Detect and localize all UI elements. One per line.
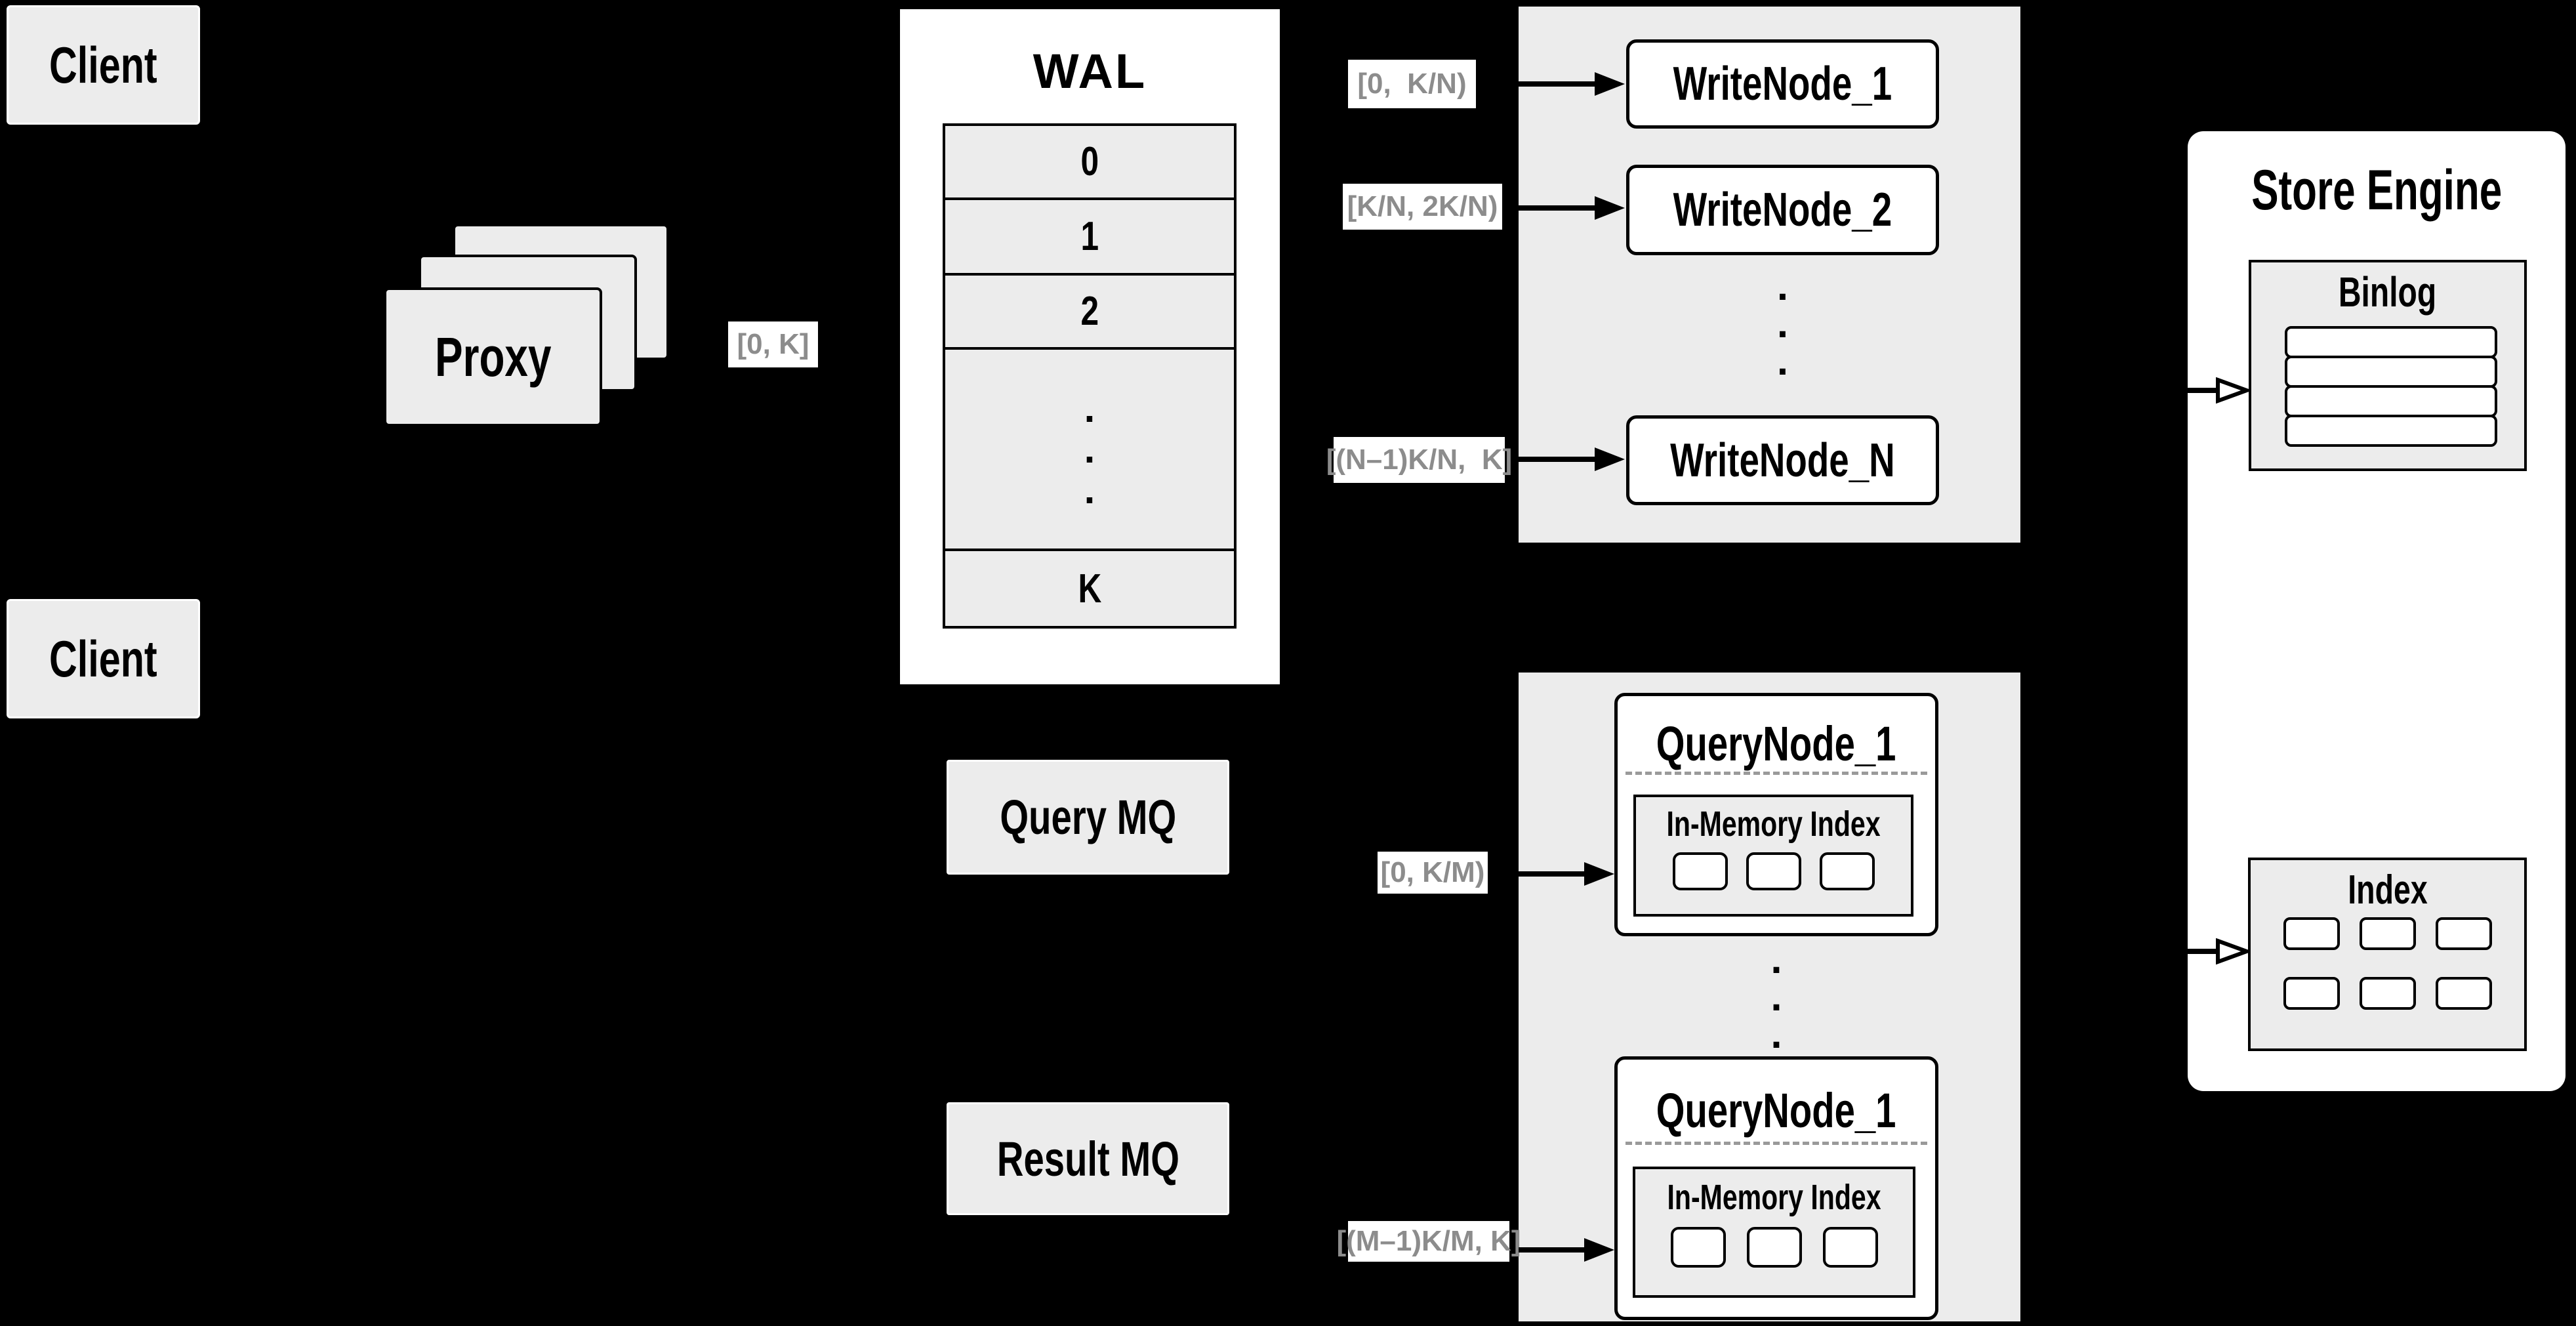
wal-row-2-label: 2	[1080, 289, 1099, 334]
index-cell	[2435, 917, 2492, 950]
wal-row-2: 2	[943, 273, 1237, 350]
index-cell	[2359, 977, 2416, 1010]
segment-rect	[1672, 852, 1728, 890]
write-node-n-label: WriteNode_N	[1670, 434, 1895, 487]
write-node-2-box: WriteNode_2	[1626, 165, 1939, 255]
wal-row-k: K	[943, 549, 1237, 629]
wal-row-ellipsis: . . .	[943, 347, 1237, 551]
index-cell	[2283, 977, 2340, 1010]
index-cell	[2283, 917, 2340, 950]
segment-rect	[1819, 852, 1875, 890]
index-grid-row-2	[2251, 977, 2524, 1010]
proxy-range-label: [0, K]	[728, 321, 818, 367]
arrow-binlog	[2188, 377, 2250, 404]
binlog-title-wrap: Binlog	[2251, 268, 2524, 316]
query-node-1-inmem-box: In-Memory Index	[1633, 795, 1913, 917]
query-node-ellipsis: . . .	[1770, 936, 1782, 1057]
store-engine-title-wrap: Store Engine	[2188, 157, 2566, 223]
arrow-write-node-n	[1519, 447, 1625, 471]
index-box: Index	[2248, 858, 2527, 1051]
store-engine-box: Store Engine Binlog Index	[2188, 131, 2566, 1091]
index-title-wrap: Index	[2251, 867, 2524, 913]
query-node-1-divider	[1625, 772, 1927, 775]
binlog-row	[2285, 385, 2497, 417]
wal-ellipsis: . . .	[1084, 386, 1095, 512]
write-range-label-n: [(N–1)K/N, K]	[1326, 437, 1512, 483]
write-node-1-label: WriteNode_1	[1673, 58, 1892, 110]
query-node-2-title-wrap: QueryNode_1	[1618, 1079, 1935, 1142]
write-range-label-1: [0, K/N)	[1348, 60, 1476, 108]
query-node-2-segments	[1635, 1227, 1913, 1268]
binlog-row	[2285, 415, 2497, 447]
query-node-1-box: QueryNode_1 In-Memory Index	[1614, 693, 1938, 936]
proxy-box: Proxy	[384, 287, 602, 426]
result-mq-label: Result MQ	[996, 1131, 1179, 1186]
wal-title-wrap: WAL	[900, 38, 1280, 104]
arrow-query-node-2	[1519, 1238, 1614, 1262]
wal-row-k-label: K	[1078, 566, 1101, 611]
binlog-row	[2285, 356, 2497, 388]
client-top-box: Client	[7, 5, 200, 125]
query-node-1-inmem-title-wrap: In-Memory Index	[1636, 804, 1911, 844]
client-top-label: Client	[49, 35, 157, 94]
wal-row-1: 1	[943, 197, 1237, 276]
client-bottom-label: Client	[49, 629, 157, 688]
arrow-index	[2188, 938, 2250, 964]
proxy-label: Proxy	[434, 325, 552, 388]
write-node-1-box: WriteNode_1	[1626, 39, 1939, 129]
query-node-1-segments	[1636, 852, 1911, 890]
arrow-write-node-2	[1519, 196, 1625, 220]
binlog-rows	[2285, 326, 2497, 447]
index-cell	[2359, 917, 2416, 950]
segment-rect	[1822, 1227, 1878, 1268]
arrow-write-node-1	[1519, 72, 1625, 96]
store-engine-title: Store Engine	[2251, 158, 2502, 222]
query-node-1-title: QueryNode_1	[1656, 716, 1896, 771]
wal-row-1-label: 1	[1080, 214, 1099, 259]
segment-rect	[1746, 1227, 1802, 1268]
query-node-2-title: QueryNode_1	[1656, 1083, 1896, 1138]
write-node-ellipsis: . . .	[1776, 263, 1789, 384]
index-cell	[2435, 977, 2492, 1010]
write-node-2-label: WriteNode_2	[1673, 184, 1892, 236]
index-grid-row-1	[2251, 917, 2524, 950]
query-node-2-divider	[1625, 1142, 1927, 1145]
query-node-ellipsis-wrap: . . .	[1614, 936, 1938, 1057]
query-node-1-inmem-title: In-Memory Index	[1666, 804, 1881, 844]
write-node-n-box: WriteNode_N	[1626, 415, 1939, 505]
arrow-query-node-1	[1519, 862, 1614, 886]
write-range-label-2: [K/N, 2K/N)	[1343, 184, 1502, 230]
query-node-2-inmem-box: In-Memory Index	[1633, 1167, 1915, 1298]
query-node-2-inmem-title: In-Memory Index	[1667, 1178, 1881, 1217]
query-mq-box: Query MQ	[947, 760, 1229, 875]
query-node-2-box: QueryNode_1 In-Memory Index	[1614, 1056, 1938, 1320]
result-mq-box: Result MQ	[947, 1102, 1229, 1215]
query-node-1-title-wrap: QueryNode_1	[1618, 713, 1935, 775]
wal-box: WAL 0 1 2 . . . K	[897, 7, 1282, 687]
binlog-box: Binlog	[2249, 260, 2527, 471]
query-mq-label: Query MQ	[1000, 790, 1176, 844]
wal-row-0: 0	[943, 123, 1237, 200]
wal-table: 0 1 2 . . . K	[943, 123, 1237, 629]
binlog-title: Binlog	[2339, 268, 2437, 316]
query-range-label-m: [(M–1)K/M, K]	[1336, 1221, 1521, 1262]
wal-row-0-label: 0	[1080, 139, 1099, 184]
segment-rect	[1670, 1227, 1726, 1268]
wal-title: WAL	[1032, 43, 1147, 98]
index-title: Index	[2347, 867, 2428, 913]
client-bottom-box: Client	[7, 599, 200, 718]
write-node-ellipsis-wrap: . . .	[1626, 261, 1939, 386]
query-range-label-1: [0, K/M)	[1378, 852, 1488, 894]
segment-rect	[1746, 852, 1801, 890]
query-node-2-inmem-title-wrap: In-Memory Index	[1635, 1177, 1913, 1218]
binlog-row	[2285, 326, 2497, 358]
